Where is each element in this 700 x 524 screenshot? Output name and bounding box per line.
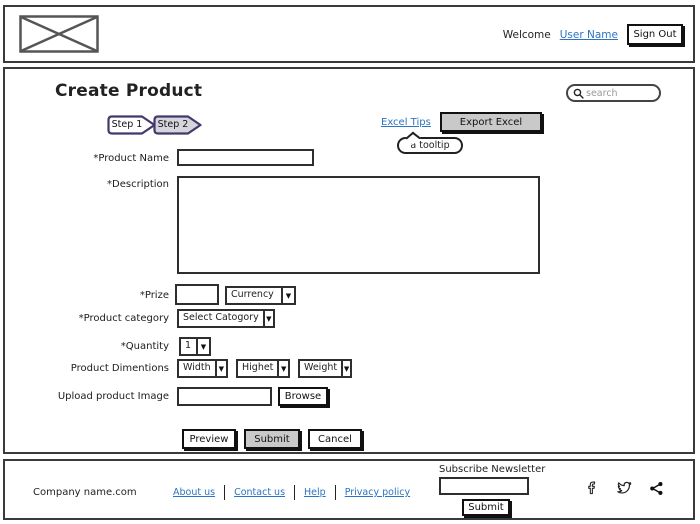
logo-image-placeholder: [19, 15, 99, 53]
newsletter-submit-button[interactable]: Submit: [462, 499, 510, 516]
sign-out-button[interactable]: Sign Out: [627, 24, 683, 45]
newsletter-email-input[interactable]: [439, 477, 529, 495]
quantity-label: *Quantity: [120, 341, 169, 352]
category-dropdown[interactable]: Select Catogory ▼: [177, 309, 275, 328]
currency-dropdown-value: Currency: [231, 289, 274, 300]
company-name: Company name.com: [33, 487, 137, 498]
upload-file-input[interactable]: [177, 387, 272, 406]
twitter-icon[interactable]: [615, 479, 633, 497]
divider: [224, 485, 226, 500]
height-dropdown-value: Highet: [242, 362, 274, 373]
create-product-panel: Create Product Step 1 Step 2 Excel Tips …: [3, 67, 695, 454]
height-dropdown[interactable]: Highet ▼: [236, 359, 290, 378]
category-dropdown-value: Select Catogory: [183, 312, 259, 323]
step-2-label: Step 2: [157, 119, 189, 130]
chevron-down-icon: ▼: [196, 339, 209, 354]
dimensions-label: Product Dimentions: [70, 363, 169, 374]
browse-button[interactable]: Browse: [278, 387, 328, 406]
chevron-down-icon: ▼: [262, 311, 273, 326]
page-title: Create Product: [55, 81, 203, 101]
chevron-down-icon: ▼: [277, 361, 288, 376]
step-1-label: Step 1: [111, 119, 143, 130]
share-icon[interactable]: [648, 480, 665, 497]
tab-step-1[interactable]: Step 1: [106, 114, 158, 136]
footer-link-about[interactable]: About us: [173, 487, 216, 498]
width-dropdown-value: Width: [183, 362, 211, 373]
divider: [294, 485, 296, 500]
search-box[interactable]: [566, 84, 661, 102]
search-icon: [573, 88, 584, 99]
footer-link-contact[interactable]: Contact us: [234, 487, 286, 498]
cancel-button[interactable]: Cancel: [308, 429, 362, 449]
product-name-input[interactable]: [177, 149, 314, 166]
social-icons: [585, 479, 665, 497]
tab-step-2[interactable]: Step 2: [152, 114, 204, 136]
weight-dropdown[interactable]: Weight ▼: [298, 359, 352, 378]
chevron-down-icon: ▼: [214, 361, 226, 376]
footer-link-privacy[interactable]: Privacy policy: [344, 487, 411, 498]
chevron-down-icon: ▼: [281, 288, 294, 303]
footer-bar: Company name.com About us Contact us Hel…: [3, 459, 695, 520]
footer-link-help[interactable]: Help: [304, 487, 326, 498]
submit-button[interactable]: Submit: [244, 429, 300, 449]
export-excel-button[interactable]: Export Excel: [440, 112, 542, 132]
description-label: *Description: [107, 179, 169, 190]
tooltip-bubble: a tooltip: [397, 137, 463, 154]
excel-tips-link[interactable]: Excel Tips: [381, 117, 431, 128]
upload-image-label: Upload product Image: [57, 391, 169, 402]
product-name-label: *Product Name: [93, 153, 169, 164]
quantity-dropdown-value: 1: [185, 340, 192, 351]
subscribe-newsletter-label: Subscribe Newsletter: [439, 464, 546, 475]
prize-input[interactable]: [175, 284, 219, 305]
chevron-down-icon: ▼: [341, 361, 350, 376]
user-name-link[interactable]: User Name: [559, 28, 618, 41]
divider: [334, 485, 336, 500]
footer-links: About us Contact us Help Privacy policy: [173, 485, 410, 500]
search-input[interactable]: [586, 87, 654, 99]
preview-button[interactable]: Preview: [182, 429, 236, 449]
prize-label: *Prize: [139, 290, 169, 301]
header-bar: Welcome User Name Sign Out: [3, 5, 695, 63]
description-textarea[interactable]: [177, 176, 540, 274]
product-category-label: *Product category: [78, 313, 169, 324]
width-dropdown[interactable]: Width ▼: [177, 359, 228, 378]
weight-dropdown-value: Weight: [304, 362, 338, 373]
quantity-dropdown[interactable]: 1 ▼: [179, 337, 211, 356]
facebook-icon[interactable]: [585, 479, 600, 497]
currency-dropdown[interactable]: Currency ▼: [225, 286, 296, 305]
welcome-text: Welcome: [502, 28, 551, 41]
